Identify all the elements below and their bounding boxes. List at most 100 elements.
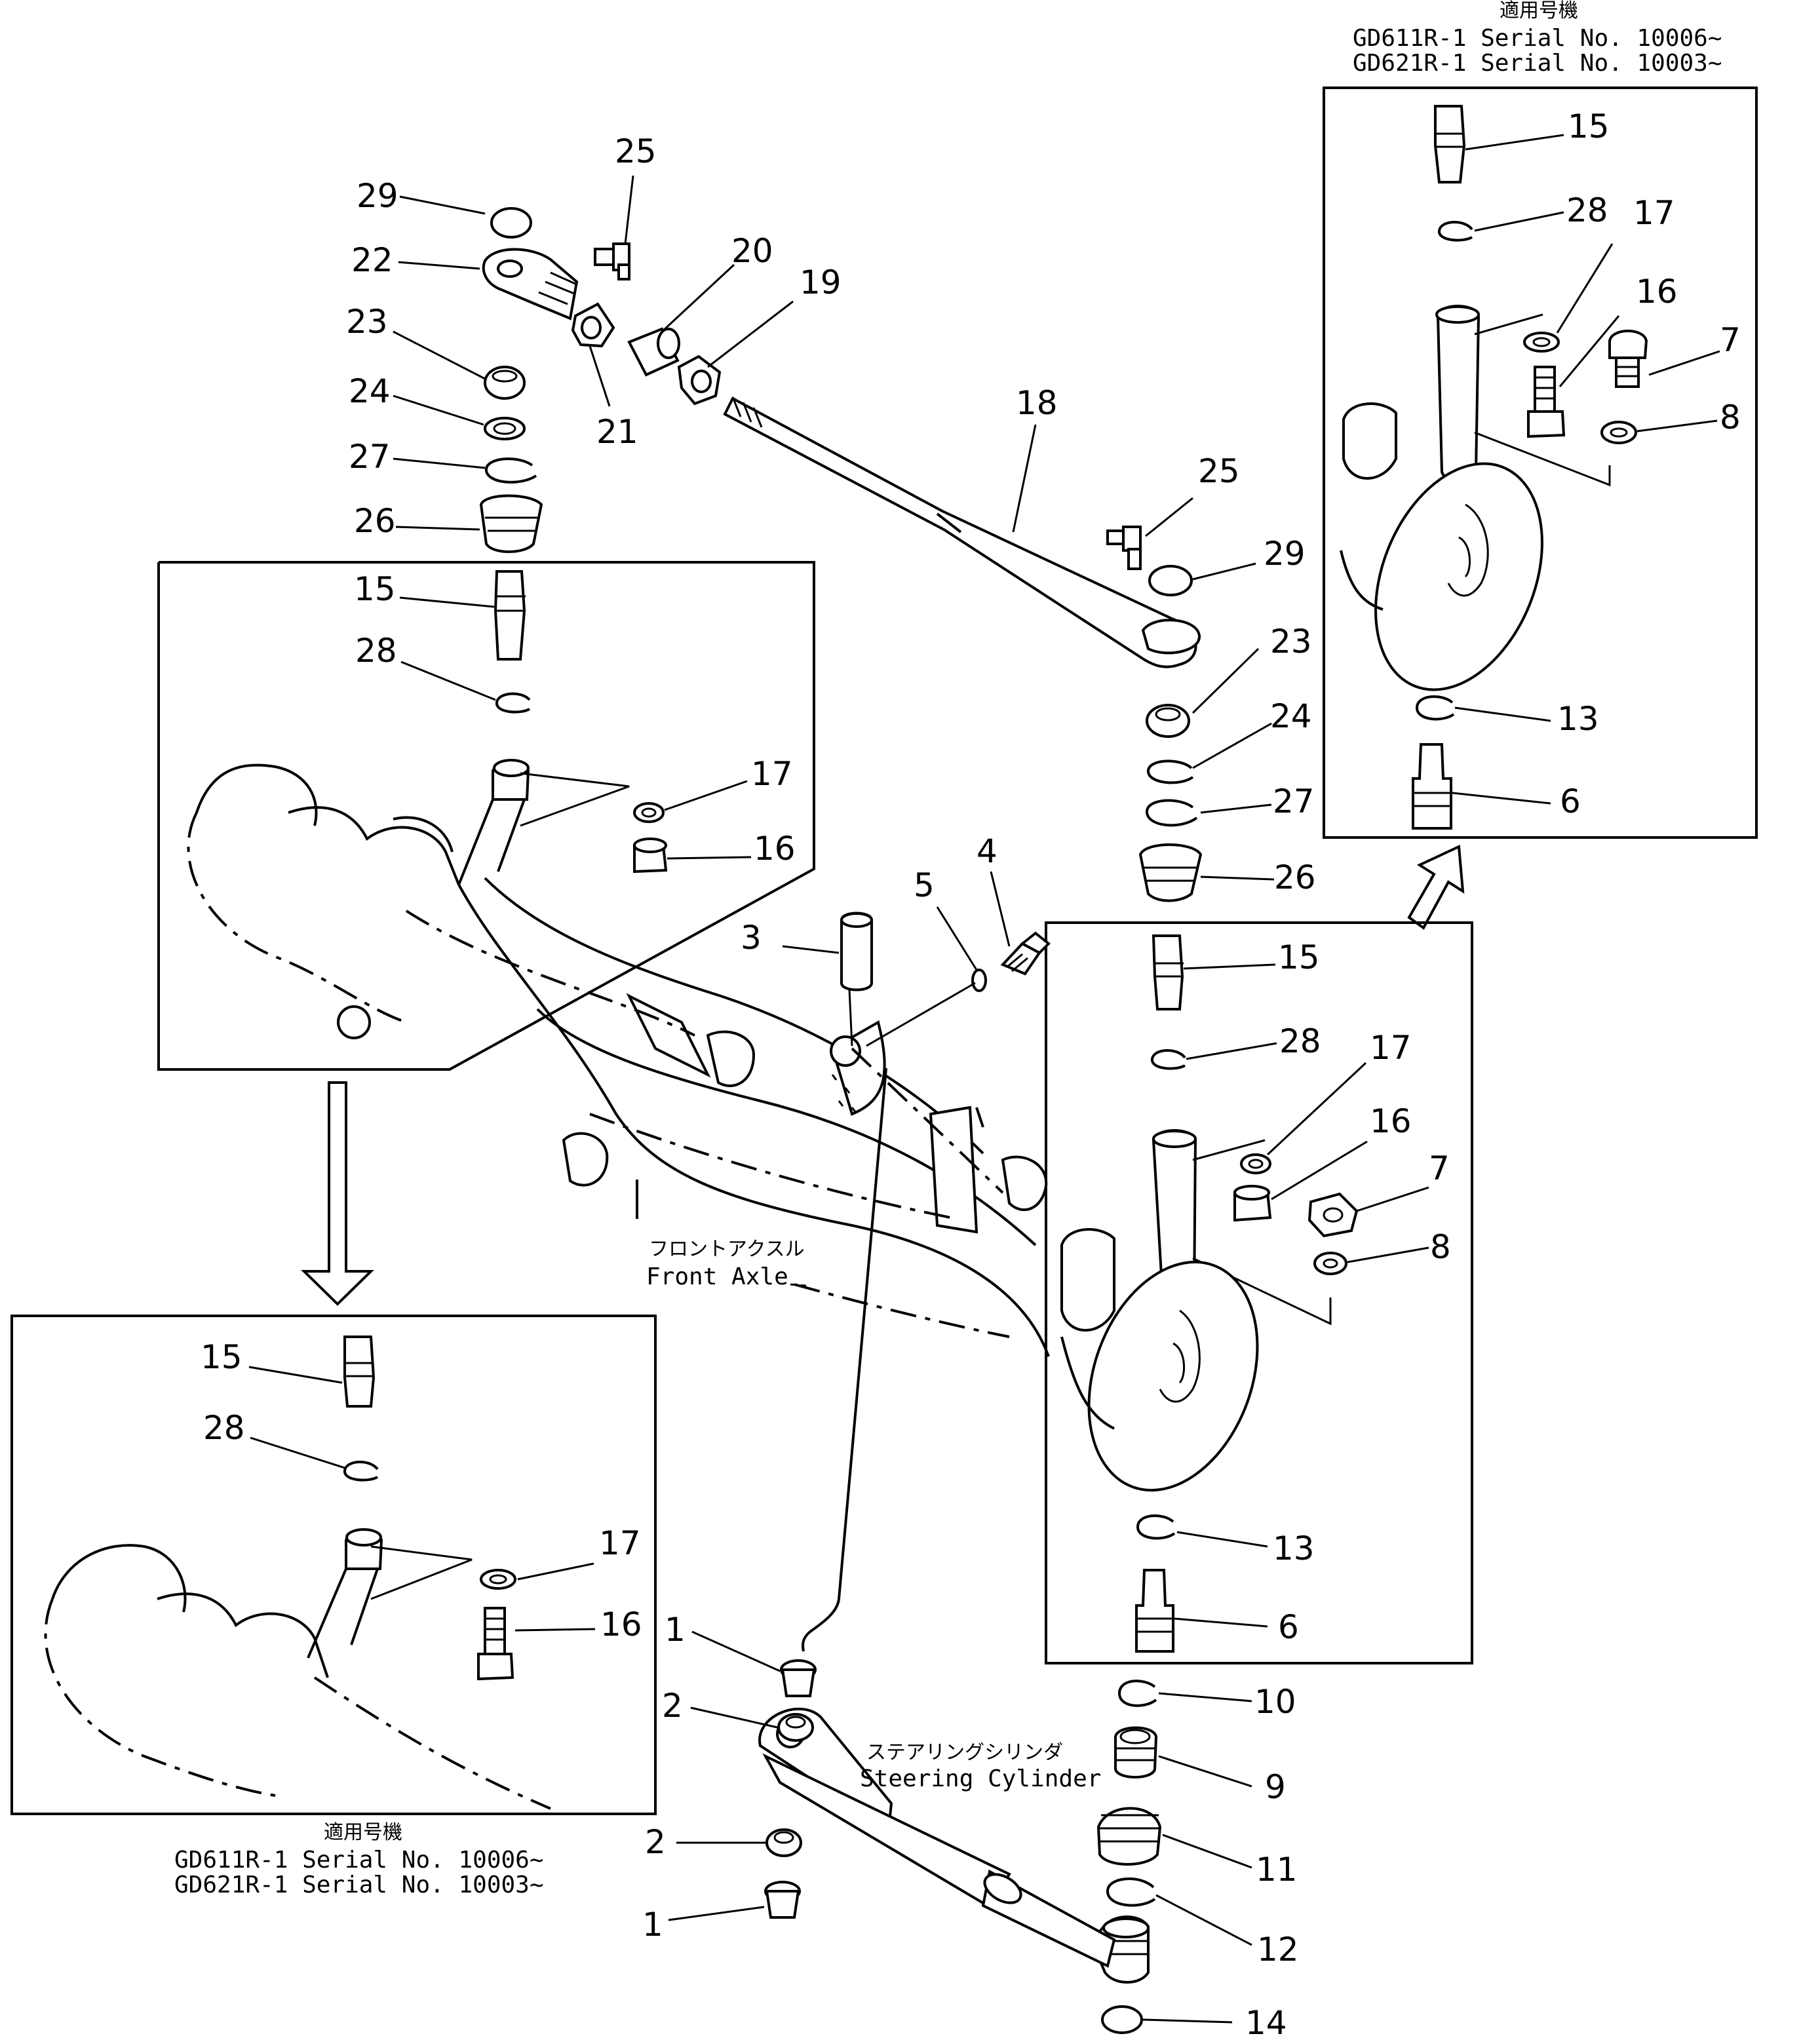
serial-line-1-bottom-left: GD611R-1 Serial No. 10006~ (174, 1847, 544, 1874)
snap-ring-27-upper (485, 457, 537, 484)
detail-frame-bottom-left (10, 1315, 657, 1815)
snap-ring-27-lower (1146, 799, 1198, 827)
bolt-16-bottom-left (477, 1607, 514, 1681)
king-pin-15-mid (1152, 934, 1184, 1010)
label-16: 16 (1370, 1102, 1412, 1140)
washer-5 (971, 969, 987, 992)
captions: フロントアクスル Front Axle ステアリングシリンダ Steering … (174, 0, 1722, 1898)
bushing-1-lower (764, 1881, 801, 1919)
knuckle-top-right (1340, 305, 1611, 691)
label-3: 3 (741, 919, 762, 957)
tie-rod (723, 396, 1201, 668)
cap-29-upper (490, 207, 532, 239)
front-axle-caption-en: Front Axle (646, 1263, 788, 1290)
snap-ring-10 (1117, 1680, 1157, 1707)
boot-11 (1096, 1807, 1162, 1866)
boot-26-upper (479, 494, 543, 553)
cap-29-lower (1148, 565, 1193, 596)
ring-24-lower (1147, 759, 1194, 784)
label-28: 28 (355, 632, 397, 670)
label-2: 2 (662, 1687, 683, 1725)
snap-ring-28-left (495, 692, 531, 714)
front-axle-caption-jp: フロントアクスル (649, 1238, 805, 1261)
bushing-23-upper (484, 366, 526, 400)
washer-8-top-right (1600, 421, 1637, 444)
bushing-23-lower (1146, 704, 1190, 738)
label-16: 16 (754, 830, 796, 868)
label-24: 24 (349, 372, 391, 410)
nut-16-left (633, 837, 668, 874)
washer-17-bottom-left (480, 1569, 516, 1590)
label-15: 15 (201, 1338, 242, 1376)
label-25: 25 (615, 132, 657, 170)
label-18: 18 (1016, 384, 1058, 422)
bushing-9 (1114, 1726, 1158, 1778)
washer-17-top-right (1523, 332, 1560, 353)
bolt-4 (1000, 931, 1051, 976)
label-15: 15 (354, 570, 396, 608)
serial-line-2-top-right: GD621R-1 Serial No. 10003~ (1353, 50, 1722, 77)
bushing-1-upper (780, 1659, 817, 1697)
pin-3 (840, 912, 873, 991)
ring-24-upper (484, 417, 526, 440)
label-8: 8 (1720, 398, 1741, 436)
label-22: 22 (351, 241, 393, 279)
label-17: 17 (599, 1524, 641, 1562)
seal-2-upper (777, 1713, 814, 1742)
label-10: 10 (1254, 1683, 1296, 1721)
label-9: 9 (1265, 1768, 1286, 1806)
snap-ring-28-top-right (1438, 220, 1473, 242)
label-11: 11 (1256, 1851, 1298, 1889)
grease-fitting-lower (1106, 526, 1142, 570)
knuckle-bottom-left (44, 1528, 551, 1810)
snap-ring-28-mid (1151, 1048, 1186, 1070)
arrow-down-icon (301, 1081, 374, 1306)
lock-washer-8-mid (1313, 1252, 1347, 1275)
label-28: 28 (1279, 1022, 1321, 1060)
grease-fitting-upper (594, 242, 630, 280)
lock-washer-17-left (633, 802, 665, 823)
label-17: 17 (1633, 194, 1675, 232)
label-7: 7 (1429, 1149, 1450, 1187)
lock-washer-17-mid (1240, 1153, 1271, 1174)
label-16: 16 (1636, 273, 1678, 311)
label-26: 26 (354, 502, 396, 540)
label-2: 2 (645, 1823, 666, 1861)
label-6: 6 (1278, 1608, 1299, 1646)
label-23: 23 (346, 303, 388, 341)
steering-cylinder-caption-jp: ステアリングシリンダ (866, 1741, 1063, 1764)
detail-frame-middle (1045, 921, 1473, 1664)
label-28: 28 (1566, 191, 1608, 229)
king-pin-15-upper (494, 570, 526, 661)
label-15: 15 (1568, 107, 1610, 145)
label-13: 13 (1557, 700, 1599, 738)
label-25: 25 (1198, 452, 1240, 490)
serial-line-2-bottom-left: GD621R-1 Serial No. 10003~ (174, 1872, 544, 1898)
snap-ring-13-mid (1136, 1514, 1176, 1540)
label-17: 17 (751, 755, 793, 793)
applicable-models-caption-bottom-left: 適用号機 (324, 1821, 402, 1844)
label-21: 21 (596, 413, 638, 451)
sleeve-20 (627, 327, 680, 377)
nut-21 (571, 302, 615, 348)
label-23: 23 (1270, 623, 1312, 661)
applicable-models-caption-top-right: 適用号機 (1500, 0, 1578, 22)
nut-16-mid (1233, 1185, 1272, 1222)
label-1: 1 (665, 1611, 686, 1649)
label-28: 28 (203, 1409, 245, 1447)
label-13: 13 (1273, 1529, 1315, 1567)
front-axle-beam (405, 877, 1050, 1652)
king-pin-15-top-right (1434, 105, 1466, 183)
label-29: 29 (357, 177, 398, 215)
leader-lines (248, 134, 1720, 2024)
label-15: 15 (1278, 938, 1320, 976)
label-6: 6 (1560, 782, 1581, 820)
detail-frame-top-right (1323, 87, 1758, 839)
label-8: 8 (1430, 1228, 1451, 1266)
label-29: 29 (1264, 535, 1306, 573)
pin-6-mid (1135, 1569, 1174, 1653)
label-26: 26 (1274, 858, 1316, 896)
serial-line-1-top-right: GD611R-1 Serial No. 10006~ (1353, 25, 1722, 52)
king-pin-15-bottom-left (343, 1336, 376, 1408)
